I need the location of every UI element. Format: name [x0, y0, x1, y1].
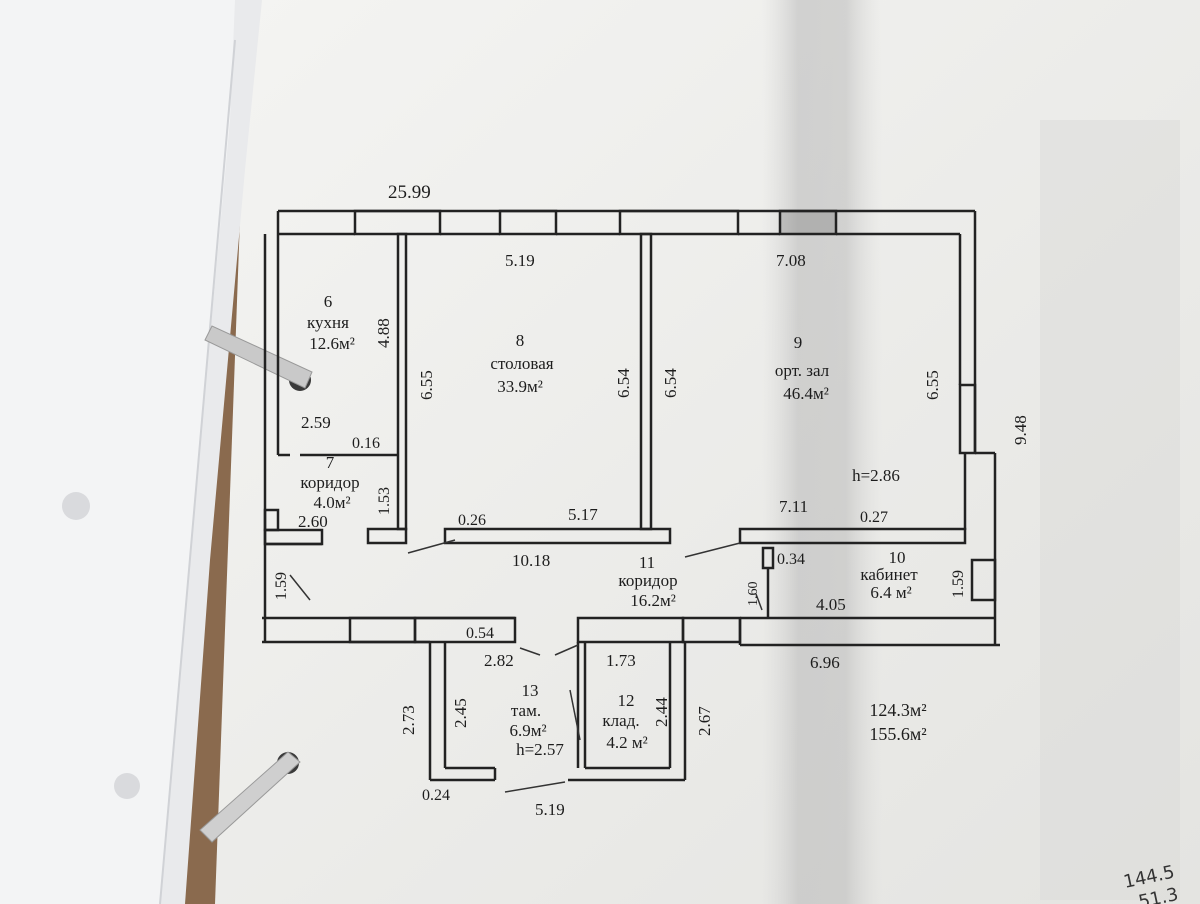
room-11-name: коридор [618, 571, 677, 590]
dim-hall-wall: 0.27 [860, 509, 888, 526]
dim-bottom-wall: 0.24 [422, 787, 450, 804]
dim-office-height: 1.59 [950, 570, 967, 598]
room-13-number: 13 [522, 681, 539, 700]
room-6-name: кухня [307, 313, 349, 332]
room-11-area: 16.2м² [630, 591, 676, 610]
dim-storage-inner: 2.44 [652, 697, 671, 727]
dim-vestibule-inner: 2.45 [451, 698, 470, 728]
room-8-area: 33.9м² [497, 377, 543, 396]
dim-north-mid: 5.19 [505, 251, 535, 270]
dim-hall-left: 6.54 [661, 368, 680, 398]
copy-smudge [762, 0, 882, 904]
room-11-number: 11 [639, 553, 655, 572]
room-12-area: 4.2 м² [606, 733, 647, 752]
room-6-area: 12.6м² [309, 334, 355, 353]
room-labels: 6 кухня 12.6м² 7 коридор 4.0м² 8 столова… [300, 292, 918, 759]
dim-north-right: 7.08 [776, 251, 806, 270]
dim-overall-width: 25.99 [388, 182, 431, 203]
area-totals: 124.3м² 155.6м² [869, 700, 926, 744]
loose-sheet-front [0, 0, 235, 904]
dim-overall-depth: 9.48 [1011, 415, 1030, 445]
plan-sheet [215, 0, 1200, 904]
room-7-name: коридор [300, 473, 359, 492]
dim-hall-right: 6.55 [923, 370, 942, 400]
room-10-area: 6.4 м² [870, 583, 911, 602]
dim-vestibule-width: 2.82 [484, 651, 514, 670]
room-7-number: 7 [326, 453, 335, 472]
dim-corridor7-wall: 0.16 [352, 435, 380, 452]
punch-hole-2 [114, 773, 140, 799]
room-12-name: клад. [602, 711, 639, 730]
dim-storage-outer: 2.67 [695, 706, 714, 736]
dim-dining-width: 5.17 [568, 505, 598, 524]
room-7-area: 4.0м² [313, 493, 350, 512]
dim-vestibule-outer: 2.73 [399, 705, 418, 735]
total-area: 155.6м² [869, 724, 926, 744]
total-living-area: 124.3м² [869, 700, 926, 720]
room-9-name: орт. зал [775, 361, 830, 380]
dimensions: 25.99 5.19 7.08 4.88 6.55 6.54 6.54 6.55… [273, 182, 1030, 819]
room-9-area: 46.4м² [783, 384, 829, 403]
room-8-name: столовая [490, 354, 553, 373]
dim-left-bottom-height: 1.59 [273, 572, 290, 600]
room-13-area: 6.9м² [509, 721, 546, 740]
dim-entrance-wall: 0.54 [466, 625, 494, 642]
room-9-height: h=2.86 [852, 466, 900, 485]
room-12-number: 12 [618, 691, 635, 710]
room-8-number: 8 [516, 331, 525, 350]
dim-south-right: 6.96 [810, 653, 840, 672]
dim-kitchen-left: 6.55 [417, 370, 436, 400]
room-13-name: там. [511, 701, 541, 720]
dim-corridor7-height: 1.53 [376, 487, 393, 515]
walls [262, 209, 1000, 782]
dim-partial-marker: 1.60 [746, 582, 761, 607]
dim-office-wall: 0.34 [777, 551, 805, 568]
dim-storage-width: 1.73 [606, 651, 636, 670]
dim-corridor11-width: 10.18 [512, 551, 550, 570]
dim-corridor7-width: 2.60 [298, 512, 328, 531]
dim-dining-wall: 0.26 [458, 512, 486, 529]
fastener-strip-2 [199, 751, 301, 843]
dim-bottom-width: 5.19 [535, 800, 565, 819]
dim-office-width: 4.05 [816, 595, 846, 614]
fastener-strip-1 [204, 325, 313, 389]
leader-lines [289, 539, 763, 793]
room-10-name: кабинет [860, 565, 918, 584]
dim-dining-right: 6.54 [614, 368, 633, 398]
room-10-number: 10 [889, 548, 906, 567]
dim-kitchen-height: 4.88 [374, 318, 393, 348]
punch-hole-1 [62, 492, 90, 520]
room-13-height: h=2.57 [516, 740, 564, 759]
room-9-number: 9 [794, 333, 803, 352]
dim-kitchen-width: 2.59 [301, 413, 331, 432]
dim-hall-width: 7.11 [779, 497, 808, 516]
room-6-number: 6 [324, 292, 333, 311]
